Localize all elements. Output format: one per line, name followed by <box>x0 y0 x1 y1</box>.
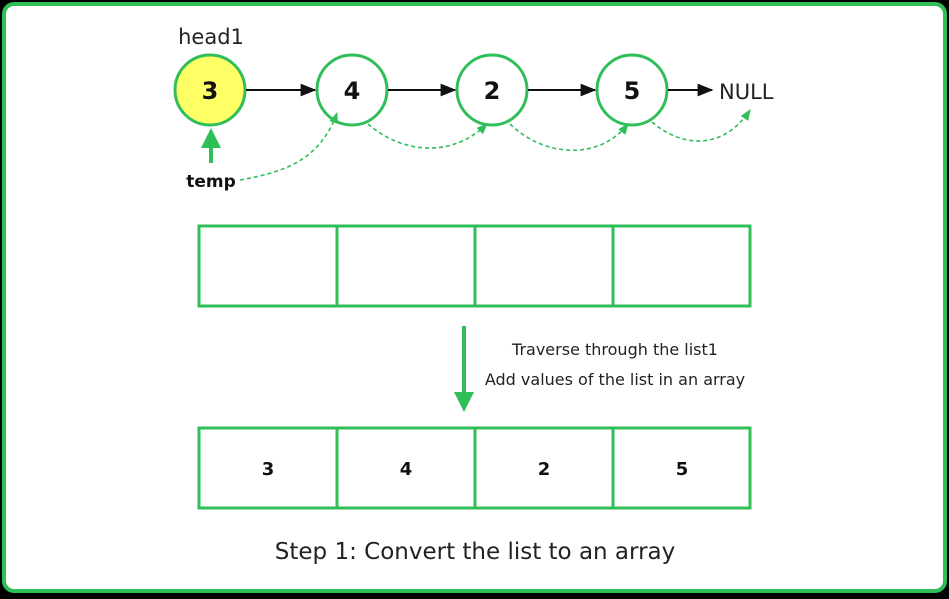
array-cell <box>611 426 752 510</box>
array-cell <box>473 426 615 510</box>
traversal-arrow <box>651 109 751 142</box>
array-cell <box>335 224 477 308</box>
list-node: 2 <box>455 53 529 127</box>
traversal-arrow <box>367 123 488 149</box>
array-cell <box>473 224 615 308</box>
list-node: 3 <box>173 53 247 127</box>
node-value: 2 <box>484 77 501 105</box>
head-label: head1 <box>178 25 244 49</box>
instruction-line-2: Add values of the list in an array <box>485 370 745 389</box>
node-value: 4 <box>344 77 361 105</box>
array-cell-value: 3 <box>262 459 275 480</box>
null-label: NULL <box>719 80 774 104</box>
list-node: 5 <box>595 53 669 127</box>
array-cell-value: 2 <box>538 459 551 480</box>
temp-label: temp <box>186 172 236 192</box>
array-cell-value: 5 <box>676 459 689 480</box>
array-cell <box>197 224 339 308</box>
node-circle <box>315 53 389 127</box>
traversal-arrow <box>239 111 338 181</box>
node-circle <box>595 53 669 127</box>
node-circle <box>173 53 247 127</box>
array-cell <box>197 426 339 510</box>
array-cell-value: 4 <box>400 459 413 480</box>
node-circle <box>455 53 529 127</box>
array-cell <box>611 224 752 308</box>
step-caption: Step 1: Convert the list to an array <box>275 539 675 565</box>
filled-array: 3 4 2 5 <box>197 426 752 510</box>
list-node: 4 <box>315 53 389 127</box>
traversal-arrow <box>509 123 629 151</box>
array-cell <box>335 426 477 510</box>
instruction-line-1: Traverse through the list1 <box>511 340 718 359</box>
empty-array <box>197 224 752 308</box>
node-value: 5 <box>624 77 641 105</box>
node-value: 3 <box>202 77 219 105</box>
